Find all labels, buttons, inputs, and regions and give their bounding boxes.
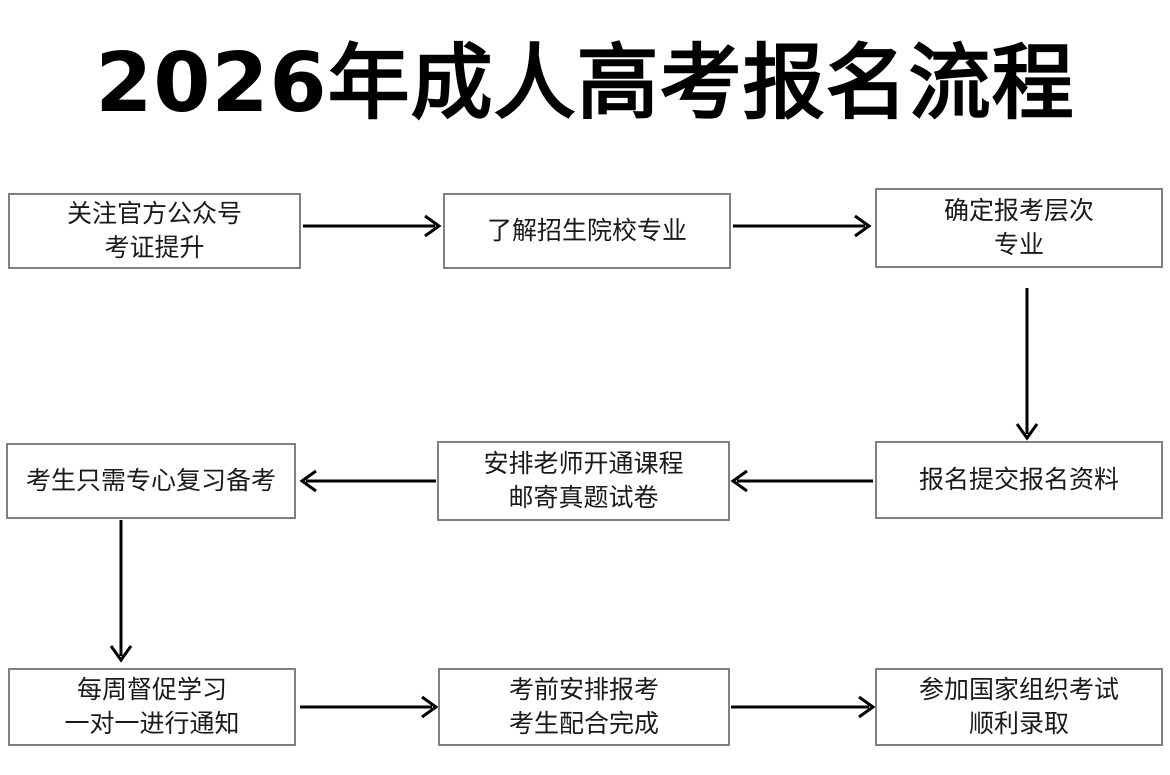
flow-node-line: 关注官方公众号	[66, 200, 242, 228]
flow-node-submit-application[interactable]: 报名提交报名资料	[875, 441, 1163, 519]
flow-node-line: 报名提交报名资料	[918, 466, 1119, 494]
flow-node-line: 邮寄真题试卷	[508, 484, 659, 512]
flow-node-line: 考生只需专心复习备考	[25, 467, 276, 495]
flow-node-line: 考证提升	[104, 234, 205, 262]
flow-node-line: 安排老师开通课程	[483, 450, 684, 478]
flow-node-line: 考生配合完成	[508, 710, 659, 738]
flow-node-pre-exam-registration[interactable]: 考前安排报考 考生配合完成	[438, 668, 730, 746]
arrow-n6-to-n7	[109, 520, 133, 664]
flow-node-line: 专业	[993, 231, 1044, 259]
arrow-n4-to-n5	[730, 469, 877, 493]
flow-node-line: 了解招生院校专业	[486, 217, 687, 245]
flow-node-student-focus-review[interactable]: 考生只需专心复习备考	[6, 443, 296, 519]
flow-node-line: 每周督促学习	[76, 676, 227, 704]
flow-node-line: 参加国家组织考试	[918, 676, 1119, 704]
flow-node-line: 顺利录取	[968, 710, 1069, 738]
flow-node-line: 确定报考层次	[943, 197, 1094, 225]
flow-node-teacher-course-mail[interactable]: 安排老师开通课程 邮寄真题试卷	[437, 441, 730, 521]
flow-node-take-exam-admitted[interactable]: 参加国家组织考试 顺利录取	[875, 668, 1163, 746]
arrow-n7-to-n8	[300, 695, 440, 719]
flow-node-learn-schools-majors[interactable]: 了解招生院校专业	[443, 193, 731, 269]
arrow-n8-to-n9	[731, 695, 877, 719]
flow-node-weekly-supervision[interactable]: 每周督促学习 一对一进行通知	[8, 668, 296, 746]
arrow-n1-to-n2	[303, 214, 443, 238]
flow-node-follow-official-account[interactable]: 关注官方公众号 考证提升	[8, 193, 301, 269]
flow-node-line: 考前安排报考	[508, 676, 659, 704]
arrow-n5-to-n6	[299, 469, 440, 493]
flow-node-confirm-level-major[interactable]: 确定报考层次 专业	[875, 188, 1163, 268]
arrow-n3-to-n4	[1015, 288, 1039, 442]
page-title: 2026年成人高考报名流程	[95, 36, 1075, 131]
flow-node-line: 一对一进行通知	[64, 710, 240, 738]
arrow-n2-to-n3	[733, 214, 873, 238]
